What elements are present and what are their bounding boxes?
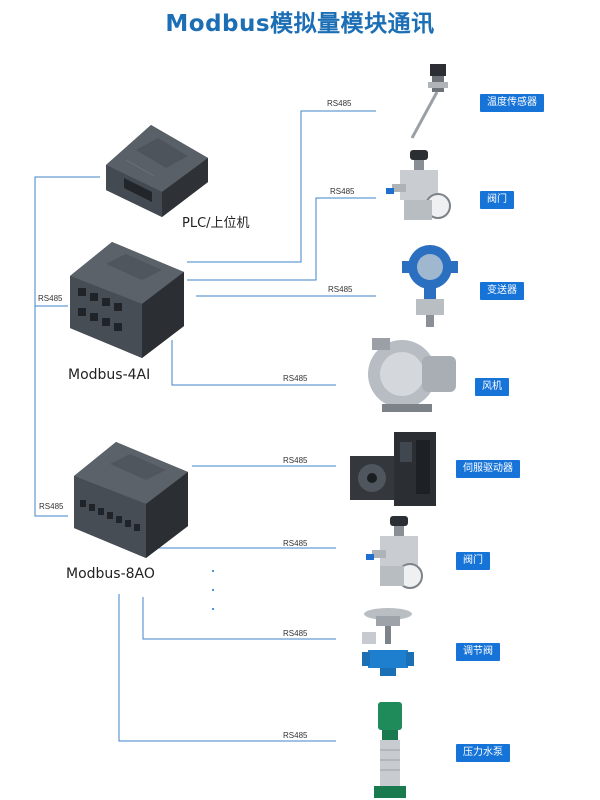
water-pump-icon xyxy=(374,702,406,798)
tag-control-valve: 调节阀 xyxy=(456,643,500,661)
control-valve-icon xyxy=(362,608,414,676)
rs485-label: RS485 xyxy=(283,731,308,740)
valve-icon xyxy=(386,150,451,220)
modbus-4ai-module-image xyxy=(70,242,184,358)
left-bus-line xyxy=(34,176,100,517)
rs485-label: RS485 xyxy=(283,539,308,548)
servo-drive-icon xyxy=(350,432,436,506)
blower-fan-icon xyxy=(368,338,456,412)
page-title: Modbus模拟量模块通讯 xyxy=(165,11,435,37)
tag-temperature-sensor: 温度传感器 xyxy=(480,94,544,112)
rs485-label: RS485 xyxy=(283,629,308,638)
rs485-label: RS485 xyxy=(283,456,308,465)
rs485-label: RS485 xyxy=(39,502,64,511)
tag-servo-drive: 伺服驱动器 xyxy=(456,460,520,478)
modbus-8ao-module-image xyxy=(74,442,188,558)
tag-transmitter: 变送器 xyxy=(480,282,524,300)
valve-icon xyxy=(366,516,423,589)
modbus-8ao-label: Modbus-8AO xyxy=(66,566,155,582)
tag-blower-fan: 风机 xyxy=(475,378,509,396)
wire-control-valve xyxy=(142,597,336,640)
continuation-dots xyxy=(212,570,220,627)
tag-water-pump: 压力水泵 xyxy=(456,744,510,762)
rs485-label: RS485 xyxy=(38,294,63,303)
wire-blower xyxy=(171,340,336,386)
rs485-label: RS485 xyxy=(283,374,308,383)
transmitter-icon xyxy=(402,245,458,327)
modbus-4ai-label: Modbus-4AI xyxy=(68,367,151,383)
rs485-label: RS485 xyxy=(330,187,355,196)
wire-temp-sensor xyxy=(187,110,376,263)
plc-label: PLC/上位机 xyxy=(182,216,250,231)
rs485-label: RS485 xyxy=(328,285,353,294)
temperature-sensor-icon xyxy=(410,64,448,139)
tag-valve: 阀门 xyxy=(456,552,490,570)
tag-valve: 阀门 xyxy=(480,191,514,209)
plc-module-image xyxy=(106,125,208,217)
wire-valve-1 xyxy=(187,197,376,281)
rs485-label: RS485 xyxy=(327,99,352,108)
wire-pump xyxy=(118,594,336,742)
